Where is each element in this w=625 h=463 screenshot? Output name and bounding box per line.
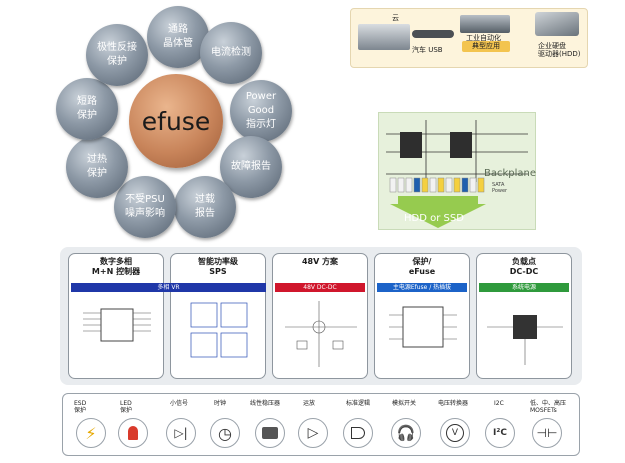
industrial-equipment-icon xyxy=(460,15,510,33)
efuse-label: efuse xyxy=(141,106,211,136)
card-point-of-load[interactable]: 负载点 DC-DC xyxy=(476,253,572,379)
pol-schematic xyxy=(483,297,565,372)
component-label-led: LED 保护 xyxy=(120,400,133,414)
component-label-ldo: 线性稳压器 xyxy=(250,400,281,407)
band-system-power: 系统电源 xyxy=(479,283,569,292)
hdd-label: 企业硬盘 驱动器(HDD) xyxy=(538,42,581,58)
mosfet-icon[interactable]: ⊣⊢ xyxy=(532,418,562,448)
i2c-icon-text: I²C xyxy=(493,428,507,438)
component-label-esd: ESD 保护 xyxy=(74,400,87,414)
component-label-logic: 标准逻辑 xyxy=(346,400,371,407)
feature-overload-report: 过载 报告 xyxy=(174,176,236,238)
backplane-schematic xyxy=(386,120,528,228)
server-rack-icon xyxy=(358,24,410,50)
efuse-center: efuse xyxy=(129,74,223,168)
component-label-clock: 时钟 xyxy=(214,400,227,407)
clock-icon[interactable]: ◷ xyxy=(210,418,240,448)
logic-gate-icon[interactable] xyxy=(343,418,373,448)
feature-current-sense: 电流检测 xyxy=(200,22,262,84)
voltage-meter-icon[interactable]: V xyxy=(440,418,470,448)
led-icon[interactable] xyxy=(118,418,148,448)
component-label-opamp: 运放 xyxy=(303,400,316,407)
usb-cable-icon xyxy=(412,30,454,38)
i2c-icon[interactable]: I²C xyxy=(485,418,515,448)
feature-power-good: Power Good 指示灯 xyxy=(230,80,292,142)
card-title: 48V 方案 xyxy=(301,257,339,266)
card-title: 保护/ eFuse xyxy=(408,257,436,276)
regulator-icon[interactable] xyxy=(255,418,285,448)
component-label-analog-switch: 模拟开关 xyxy=(392,400,417,407)
feature-reverse-polarity-protection: 极性反接 保护 xyxy=(86,24,148,86)
backplane-title: Backplane xyxy=(484,168,537,179)
diode-icon[interactable]: ▷| xyxy=(166,418,196,448)
hard-drive-icon xyxy=(535,12,579,36)
card-smart-power-stage[interactable]: 智能功率级 SPS xyxy=(170,253,266,379)
sata-power-label: SATA Power xyxy=(492,182,508,194)
card-title: 智能功率级 SPS xyxy=(198,257,238,276)
card-protection-efuse[interactable]: 保护/ eFuse xyxy=(374,253,470,379)
headphones-icon[interactable]: 🎧 xyxy=(391,418,421,448)
band-48v-dcdc: 48V DC-DC xyxy=(275,283,365,292)
48v-schematic xyxy=(279,297,361,372)
esd-lightning-icon[interactable]: ⚡ xyxy=(76,418,106,448)
cloud-label: 云 xyxy=(392,14,399,22)
hdd-ssd-label: HDD or SSD xyxy=(404,213,464,224)
component-label-voltage-translator: 电压转换器 xyxy=(438,400,469,407)
industrial-label: 工业自动化 xyxy=(466,34,501,42)
card-title: 负载点 DC-DC xyxy=(509,257,539,276)
band-efuse-hotswap: 主电源Efuse / 热插拔 xyxy=(377,283,467,292)
feature-short-circuit-protection: 短路 保护 xyxy=(56,78,118,140)
component-label-small-signal: 小信号 xyxy=(170,400,189,407)
component-label-mosfet: 低、中、高压 MOSFETs xyxy=(530,400,567,414)
opamp-icon[interactable]: ▷ xyxy=(298,418,328,448)
usb-label: 汽车 USB xyxy=(412,46,443,54)
typical-applications-tag: 典型应用 xyxy=(462,41,510,52)
card-multiphase-controller[interactable]: 数字多相 M+N 控制器 xyxy=(68,253,164,379)
component-label-i2c: I2C xyxy=(494,400,504,407)
power-stage-schematic xyxy=(177,297,259,372)
feature-fault-report: 故障报告 xyxy=(220,136,282,198)
card-48v-solution[interactable]: 48V 方案 xyxy=(272,253,368,379)
feature-thermal-protection: 过热 保护 xyxy=(66,136,128,198)
controller-chip-schematic xyxy=(75,297,157,372)
band-multiphase-vr: 多相 VR xyxy=(71,283,266,292)
efuse-chip-schematic xyxy=(381,297,463,372)
feature-psu-noise-immunity: 不受PSU 噪声影响 xyxy=(114,176,176,238)
card-title: 数字多相 M+N 控制器 xyxy=(91,257,141,276)
feature-pass-transistor: 通路 晶体管 xyxy=(147,6,209,68)
